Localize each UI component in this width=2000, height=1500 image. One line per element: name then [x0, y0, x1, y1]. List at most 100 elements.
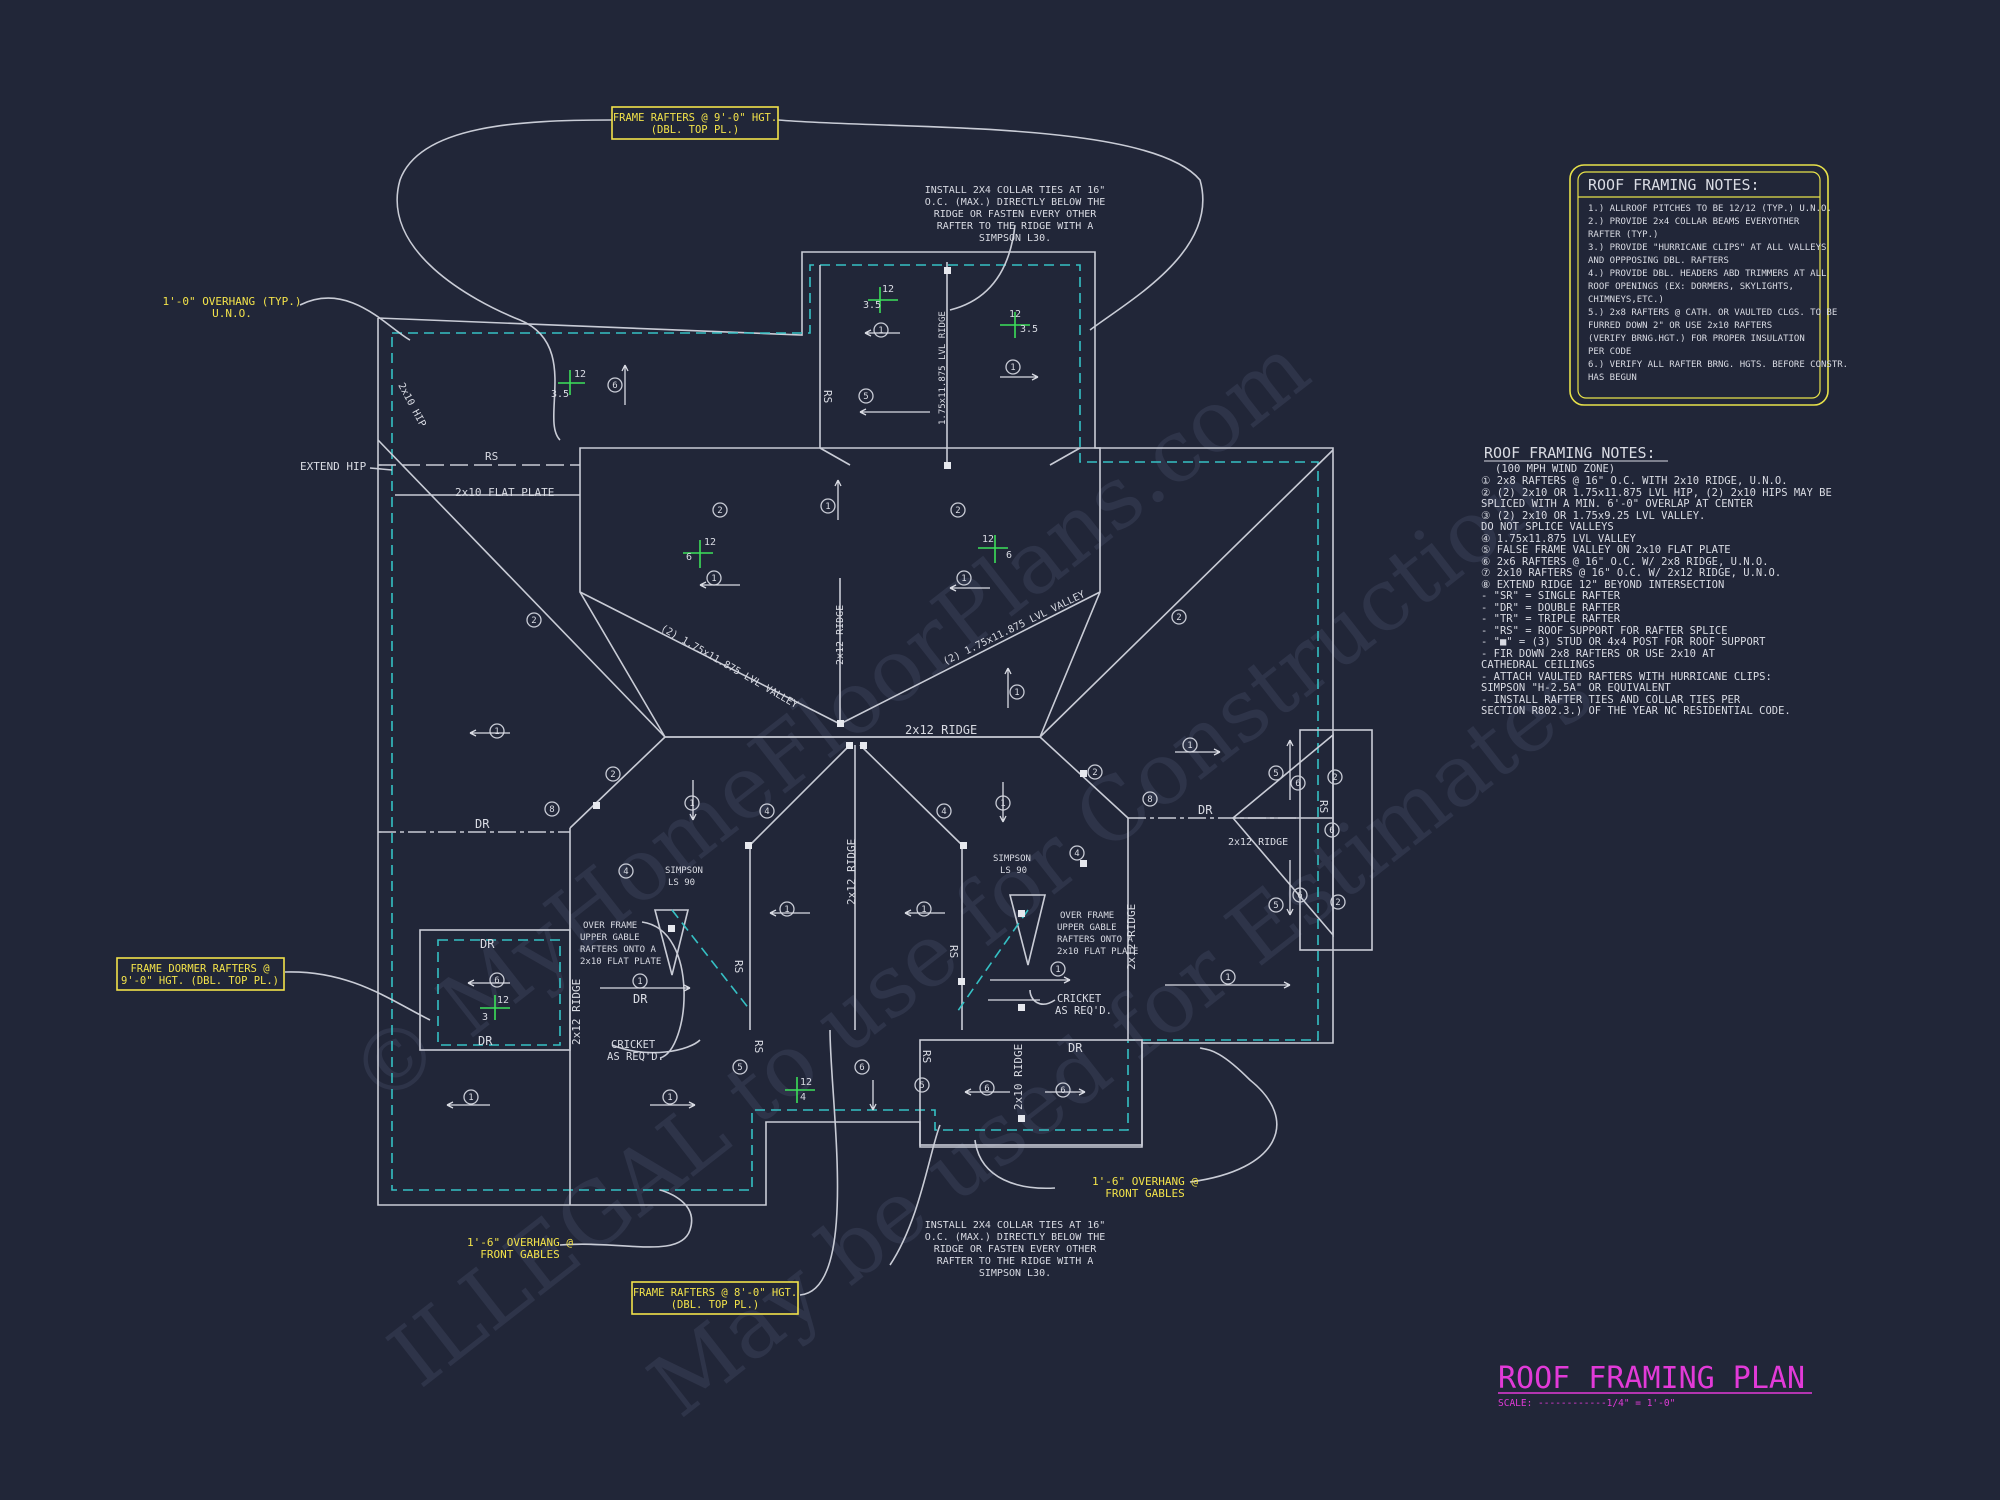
- marker-2e-num: 2: [610, 770, 615, 780]
- framing-note-19: - ATTACH VAULTED RAFTERS WITH HURRICANE …: [1481, 671, 1772, 683]
- over-frame-left-3: RAFTERS ONTO A: [580, 945, 656, 955]
- marker-4b: [936, 803, 952, 819]
- boxed-note-14: HAS BEGUN: [1588, 373, 1637, 383]
- marker-1i-num: 1: [1225, 973, 1230, 983]
- marker-1b: [820, 498, 836, 514]
- boxed-note-5: AND OPPPOSING DBL. RAFTERS: [1588, 256, 1729, 266]
- collar-tie-note-top: INSTALL 2X4 COLLAR TIES AT 16" O.C. (MAX…: [925, 185, 1106, 244]
- collar-top-line5: SIMPSON L30.: [979, 233, 1051, 244]
- marker-5e: [1268, 897, 1284, 913]
- framing-note-6: DO NOT SPLICE VALLEYS: [1481, 521, 1614, 533]
- marker-5a-num: 5: [863, 392, 868, 402]
- collar-bottom-line3: RIDGE OR FASTEN EVERY OTHER: [934, 1244, 1098, 1255]
- pitch-6b: 6: [1006, 550, 1012, 561]
- callout-frame-bottom-line2: (DBL. TOP PL.): [671, 1299, 760, 1311]
- marker-6h-num: 6: [1297, 891, 1302, 901]
- rs-label-2: RS: [821, 390, 834, 403]
- pitch-4: 4: [800, 1092, 806, 1103]
- pitch-12c: 12: [982, 534, 994, 545]
- collar-bottom-line4: RAFTER TO THE RIDGE WITH A: [937, 1256, 1094, 1267]
- callout-overhang-typ: 1'-0" OVERHANG (TYP.) U.N.O.: [162, 295, 301, 320]
- framing-note-3: ② (2) 2x10 OR 1.75x11.875 LVL HIP, (2) 2…: [1481, 487, 1832, 499]
- marker-2g-num: 2: [1332, 773, 1337, 783]
- simpson-right-2: LS 90: [1000, 866, 1027, 876]
- ridge-label-right-wing: 2x12 RIDGE: [1228, 837, 1288, 848]
- callout-frame-top-line2: (DBL. TOP PL.): [651, 124, 740, 136]
- dr-label-1: DR: [475, 817, 490, 831]
- marker-6e: [1055, 1082, 1071, 1098]
- marker-2e: [605, 766, 621, 782]
- cricket-right-2: AS REQ'D.: [1055, 1005, 1112, 1017]
- marker-4c: [618, 863, 634, 879]
- collar-top-line1: INSTALL 2X4 COLLAR TIES AT 16": [925, 185, 1106, 196]
- callout-overhang-right: 1'-6" OVERHANG @ FRONT GABLES: [1092, 1175, 1198, 1200]
- marker-1a-num: 1: [494, 727, 499, 737]
- framing-note-21: - INSTALL RAFTER TIES AND COLLAR TIES PE…: [1481, 694, 1741, 706]
- marker-1q: [662, 1089, 678, 1105]
- marker-1f: [873, 322, 889, 338]
- framing-note-18: CATHEDRAL CEILINGS: [1481, 659, 1595, 671]
- marker-5b: [732, 1059, 748, 1075]
- pitch-symbols: 12 3.5 12 6 12 6 12 3.5 12 3.5 12 3 12 4: [480, 284, 1038, 1103]
- ridge-label-right: 2x12 RIDGE: [1125, 904, 1138, 970]
- framing-note-13: - "DR" = DOUBLE RAFTER: [1481, 602, 1621, 614]
- marker-2b-num: 2: [955, 506, 960, 516]
- framing-note-14: - "TR" = TRIPLE RAFTER: [1481, 613, 1621, 625]
- marker-1a: [489, 723, 505, 739]
- title-block: ROOF FRAMING PLAN SCALE: ------------1/4…: [1498, 1361, 1812, 1409]
- interior-notes: OVER FRAME UPPER GABLE RAFTERS ONTO A 2x…: [580, 854, 1138, 1063]
- marker-8b-num: 8: [1147, 795, 1152, 805]
- rs-label-5: RS: [752, 1040, 765, 1053]
- extend-hip-label: EXTEND HIP: [300, 460, 367, 473]
- marker-1j-num: 1: [689, 799, 694, 809]
- boxed-note-4: 3.) PROVIDE "HURRICANE CLIPS" AT ALL VAL…: [1588, 243, 1826, 253]
- marker-2f: [1087, 764, 1103, 780]
- marker-5b-num: 5: [737, 1063, 742, 1073]
- callout-dormer-line1: FRAME DORMER RAFTERS @: [130, 963, 270, 975]
- boxed-notes-title: ROOF FRAMING NOTES:: [1588, 176, 1760, 194]
- marker-1c-num: 1: [711, 574, 716, 584]
- boxed-note-2: 2.) PROVIDE 2x4 COLLAR BEAMS EVERYOTHER: [1588, 217, 1800, 227]
- marker-1j: [684, 795, 700, 811]
- framing-notes-list: ROOF FRAMING NOTES: (100 MPH WIND ZONE) …: [1481, 444, 1832, 717]
- marker-6e-num: 6: [1060, 1086, 1065, 1096]
- marker-2h-num: 2: [1335, 898, 1340, 908]
- ridge-label-2x10: 2x10 RIDGE: [1012, 1044, 1025, 1110]
- simpson-right-1: SIMPSON: [993, 854, 1031, 864]
- marker-6f-num: 6: [1295, 779, 1300, 789]
- collar-tie-note-bottom: INSTALL 2X4 COLLAR TIES AT 16" O.C. (MAX…: [925, 1220, 1106, 1279]
- marker-1p: [463, 1089, 479, 1105]
- rs-label-6: RS: [920, 1050, 933, 1063]
- marker-5c-num: 5: [919, 1081, 924, 1091]
- support-posts: [593, 267, 1087, 1122]
- marker-4d-num: 4: [1074, 849, 1079, 859]
- valley-label-left: (2) 1.75x11.875 LVL VALLEY: [659, 623, 800, 711]
- marker-numbers: 1 1 1 1 1 1 1 1 1 1 1 1 1 1 1 1 1 2 2 2 …: [468, 326, 1340, 1103]
- marker-2h: [1330, 894, 1346, 910]
- pitch-12: 12: [574, 369, 586, 380]
- plan-scale: SCALE: ------------1/4" = 1'-0": [1498, 1398, 1675, 1409]
- callout-dormer-line2: 9'-0" HGT. (DBL. TOP PL.): [121, 975, 279, 987]
- rs-label-3: RS: [732, 960, 745, 973]
- framing-note-15: - "RS" = ROOF SUPPORT FOR RAFTER SPLICE: [1481, 625, 1728, 637]
- boxed-note-13: 6.) VERIFY ALL RAFTER BRNG. HGTS. BEFORE…: [1588, 360, 1848, 370]
- marker-6a: [607, 377, 623, 393]
- rs-label-7: RS: [1317, 800, 1330, 813]
- marker-6d-num: 6: [984, 1084, 989, 1094]
- marker-5c: [914, 1077, 930, 1093]
- framing-note-9: ⑥ 2x6 RAFTERS @ 16" O.C. W/ 2x8 RIDGE, U…: [1481, 556, 1769, 568]
- marker-6c: [854, 1059, 870, 1075]
- simpson-left-2: LS 90: [668, 878, 695, 888]
- marker-1n-num: 1: [637, 977, 642, 987]
- framing-note-2: ① 2x8 RAFTERS @ 16" O.C. WITH 2x10 RIDGE…: [1481, 475, 1788, 487]
- rs-label-1: RS: [485, 450, 498, 463]
- marker-6c-num: 6: [859, 1063, 864, 1073]
- marker-1o-num: 1: [1055, 965, 1060, 975]
- marker-4c-num: 4: [623, 867, 628, 877]
- pitch-35: 3.5: [551, 389, 569, 400]
- callout-overhang-left-line2: FRONT GABLES: [480, 1248, 559, 1261]
- dr-label-2: DR: [1198, 803, 1213, 817]
- marker-4d: [1069, 845, 1085, 861]
- over-frame-left-1: OVER FRAME: [583, 921, 637, 931]
- marker-6g-num: 6: [1329, 826, 1334, 836]
